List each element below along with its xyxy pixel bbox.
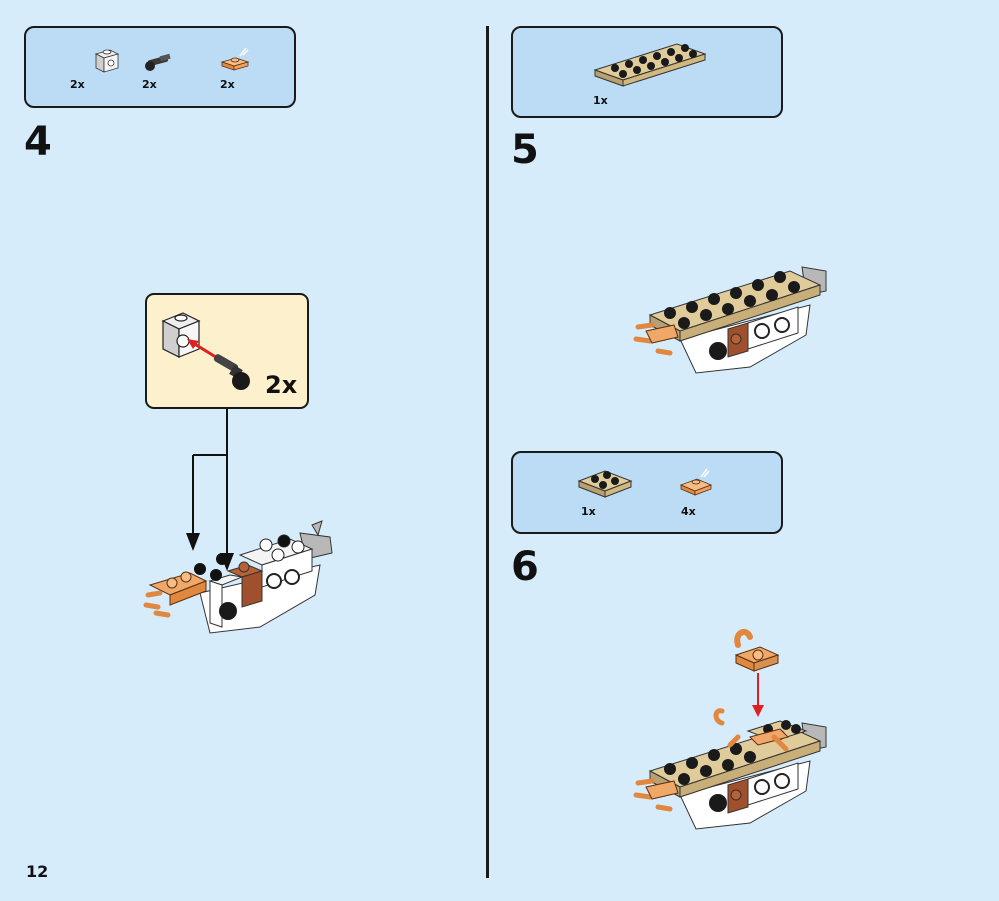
tan-plate-2x2-icon [577, 470, 633, 498]
white-technic-brick-1x1-icon [94, 49, 120, 73]
column-divider [486, 26, 489, 878]
orange-claw-plate-icon [220, 47, 250, 71]
step-5-number: 5 [511, 127, 539, 173]
tan-plate-2x6-icon [593, 43, 707, 87]
step-4-part-2-qty: 2x [142, 78, 157, 91]
black-pin-icon [145, 53, 171, 71]
step-4-callout: 2x [145, 293, 309, 409]
step-5-part-1-qty: 1x [593, 94, 608, 107]
step-6-number: 6 [511, 544, 539, 590]
step-5-parts-box: 1x [511, 26, 783, 118]
step-5-model-illustration [633, 266, 827, 374]
callout-assembly-icon [161, 312, 250, 390]
step-6-part-2-qty: 4x [681, 505, 696, 518]
step-4-parts-box: 2x 2x 2x [24, 26, 296, 108]
step-6-part-1-qty: 1x [581, 505, 596, 518]
step-4-part-1-qty: 2x [70, 78, 85, 91]
step-4-part-3-qty: 2x [220, 78, 235, 91]
callout-qty: 2x [265, 371, 298, 399]
step-6-parts-box: 1x 4x [511, 451, 783, 534]
page-number: 12 [26, 862, 49, 881]
step-4-number: 4 [24, 119, 52, 165]
step-6-model-illustration [633, 629, 827, 830]
step-4-model-illustration [143, 520, 333, 634]
orange-claw-plate-icon [679, 468, 713, 496]
